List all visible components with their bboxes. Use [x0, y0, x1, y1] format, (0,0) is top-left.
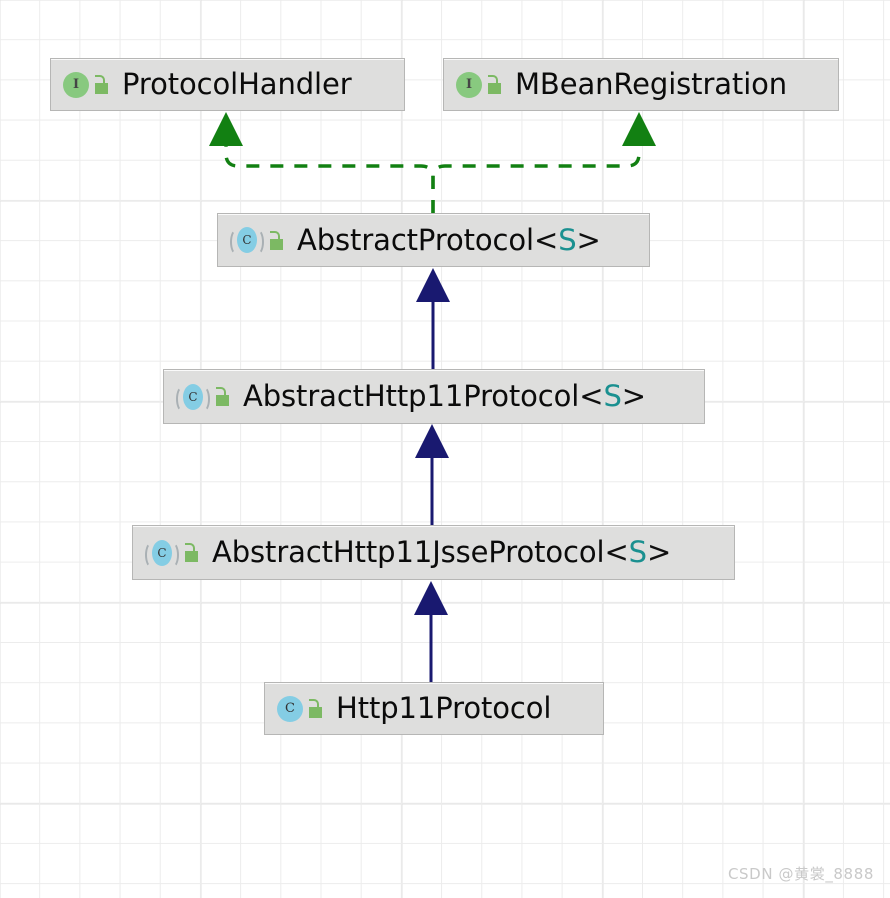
- class-node-label: MBeanRegistration: [515, 67, 788, 101]
- class-node-label: ProtocolHandler: [122, 67, 352, 101]
- public-unlock-icon: [307, 699, 324, 718]
- type-parameter: S: [628, 535, 647, 569]
- interface-circle-icon: [63, 71, 89, 98]
- generic-close-bracket: >: [646, 535, 672, 569]
- class-node-label: Http11Protocol: [336, 691, 552, 725]
- public-unlock-icon: [183, 543, 200, 562]
- type-parameter: S: [603, 379, 622, 413]
- generic-open-bracket: <: [604, 535, 629, 569]
- public-unlock-icon: [214, 387, 231, 406]
- class-name-text: AbstractProtocol: [297, 222, 534, 257]
- public-unlock-icon: [93, 75, 110, 94]
- type-parameter: S: [558, 222, 577, 257]
- node-icons: [63, 71, 110, 98]
- generalization-arrowhead-3: [414, 581, 448, 615]
- generalization-edges: [414, 268, 450, 682]
- class-node-abstracthttp11protocol[interactable]: AbstractHttp11Protocol<S>: [163, 369, 705, 424]
- class-node-abstracthttp11jsseprotocol[interactable]: AbstractHttp11JsseProtocol<S>: [132, 525, 735, 580]
- interface-circle-icon: [456, 71, 482, 98]
- generic-open-bracket: <: [579, 379, 604, 413]
- class-node-protocolhandler[interactable]: ProtocolHandler: [50, 58, 405, 111]
- class-node-mbeanregistration[interactable]: MBeanRegistration: [443, 58, 839, 111]
- watermark-text: CSDN @黄裳_8888: [727, 865, 874, 883]
- public-unlock-icon: [268, 230, 285, 250]
- node-icons: [176, 383, 231, 412]
- generalization-arrowhead-1: [416, 268, 450, 302]
- class-node-http11protocol[interactable]: Http11Protocol: [264, 682, 604, 735]
- realization-edges: [209, 112, 656, 213]
- class-node-label: AbstractProtocol<S>: [297, 222, 601, 257]
- class-node-abstractprotocol[interactable]: AbstractProtocol<S>: [217, 213, 650, 267]
- abstract-class-icon: [176, 383, 210, 412]
- realization-arrowhead-right: [622, 112, 656, 146]
- public-unlock-icon: [486, 75, 503, 94]
- generic-close-bracket: >: [621, 379, 646, 413]
- class-icon: [277, 695, 303, 722]
- node-icons: [145, 539, 200, 568]
- abstract-class-icon: [230, 226, 264, 255]
- node-icons: [230, 226, 285, 255]
- class-name-text: AbstractHttp11JsseProtocol: [212, 535, 605, 569]
- class-node-label: AbstractHttp11JsseProtocol<S>: [212, 538, 671, 567]
- node-icons: [277, 695, 324, 722]
- abstract-class-icon: [145, 539, 179, 568]
- class-name-text: AbstractHttp11Protocol: [243, 379, 580, 413]
- class-node-label: AbstractHttp11Protocol<S>: [243, 382, 646, 411]
- edge-abstractprotocol-implements-mbeanregistration[interactable]: [431, 138, 641, 213]
- generic-open-bracket: <: [534, 222, 559, 257]
- node-icons: [456, 71, 503, 98]
- generalization-arrowhead-2: [415, 424, 449, 458]
- generic-close-bracket: >: [576, 222, 601, 257]
- edge-abstractprotocol-implements-protocolhandler[interactable]: [224, 138, 435, 213]
- realization-arrowhead-left: [209, 112, 243, 146]
